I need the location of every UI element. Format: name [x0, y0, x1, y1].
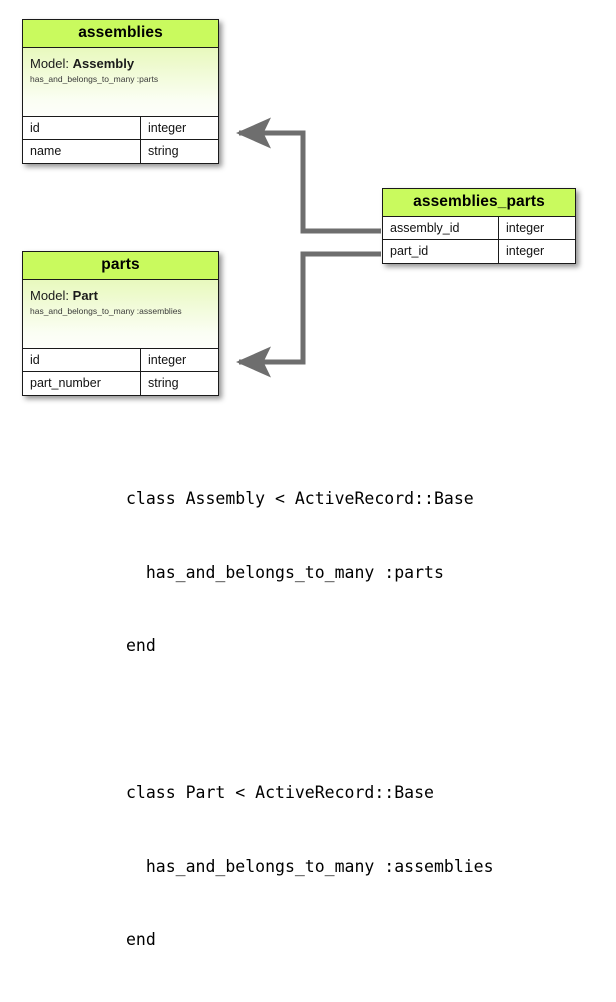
entity-assemblies-parts[interactable]: assemblies_parts assembly_id integer par…	[382, 188, 576, 264]
code-line: class Part < ActiveRecord::Base	[126, 783, 434, 802]
attribute-type: integer	[506, 243, 545, 258]
attribute-name: assembly_id	[383, 216, 499, 239]
model-label: Model:	[30, 287, 70, 303]
connector-part-fk	[236, 251, 381, 378]
model-name: Part	[72, 287, 98, 303]
entity-parts-attributes: id integer part_number string	[23, 348, 218, 395]
attribute-name: id	[23, 348, 141, 371]
table-row[interactable]: part_id integer	[383, 239, 575, 263]
table-row[interactable]: id integer	[23, 116, 218, 140]
attribute-type: integer	[506, 220, 545, 235]
entity-assemblies[interactable]: assemblies Model: Assembly has_and_belon…	[22, 19, 219, 164]
entity-parts[interactable]: parts Model: Part has_and_belongs_to_man…	[22, 251, 219, 396]
entity-assemblies-title: assemblies	[23, 20, 218, 48]
attribute-type: integer	[148, 120, 187, 135]
entity-parts-title: parts	[23, 252, 218, 280]
code-line: class Assembly < ActiveRecord::Base	[126, 489, 474, 508]
table-row[interactable]: assembly_id integer	[383, 216, 575, 240]
code-line: end	[126, 636, 156, 655]
table-row[interactable]: part_number string	[23, 371, 218, 395]
code-line: has_and_belongs_to_many :parts	[126, 562, 444, 582]
ruby-code-sample: class Assembly < ActiveRecord::Base has_…	[126, 438, 494, 1002]
entity-assemblies-attributes: id integer name string	[23, 116, 218, 163]
entity-parts-model-line: Model: Part	[30, 288, 211, 304]
erd-canvas: assemblies Model: Assembly has_and_belon…	[22, 19, 576, 949]
attribute-type: integer	[148, 352, 187, 367]
attribute-type: string	[148, 375, 179, 390]
attribute-name: id	[23, 116, 141, 139]
relationship-connectors	[236, 117, 381, 378]
table-row[interactable]: id integer	[23, 348, 218, 372]
entity-assemblies-note: Model: Assembly has_and_belongs_to_many …	[23, 47, 218, 117]
code-line: end	[126, 930, 156, 949]
attribute-name: part_id	[383, 239, 499, 263]
entity-parts-association: has_and_belongs_to_many :assemblies	[30, 306, 182, 317]
code-line: has_and_belongs_to_many :assemblies	[126, 856, 494, 876]
model-name: Assembly	[72, 55, 135, 71]
connector-assembly-fk	[236, 117, 381, 234]
entity-assemblies-parts-attributes: assembly_id integer part_id integer	[383, 216, 575, 263]
attribute-type: string	[148, 143, 179, 158]
entity-assemblies-association: has_and_belongs_to_many :parts	[30, 74, 159, 85]
entity-assemblies-parts-title: assemblies_parts	[383, 189, 575, 217]
attribute-name: name	[23, 139, 141, 163]
table-row[interactable]: name string	[23, 139, 218, 163]
model-label: Model:	[30, 55, 70, 71]
code-blank-line	[126, 708, 494, 733]
attribute-name: part_number	[23, 371, 141, 395]
entity-parts-note: Model: Part has_and_belongs_to_many :ass…	[23, 279, 218, 349]
entity-assemblies-model-line: Model: Assembly	[30, 56, 211, 72]
